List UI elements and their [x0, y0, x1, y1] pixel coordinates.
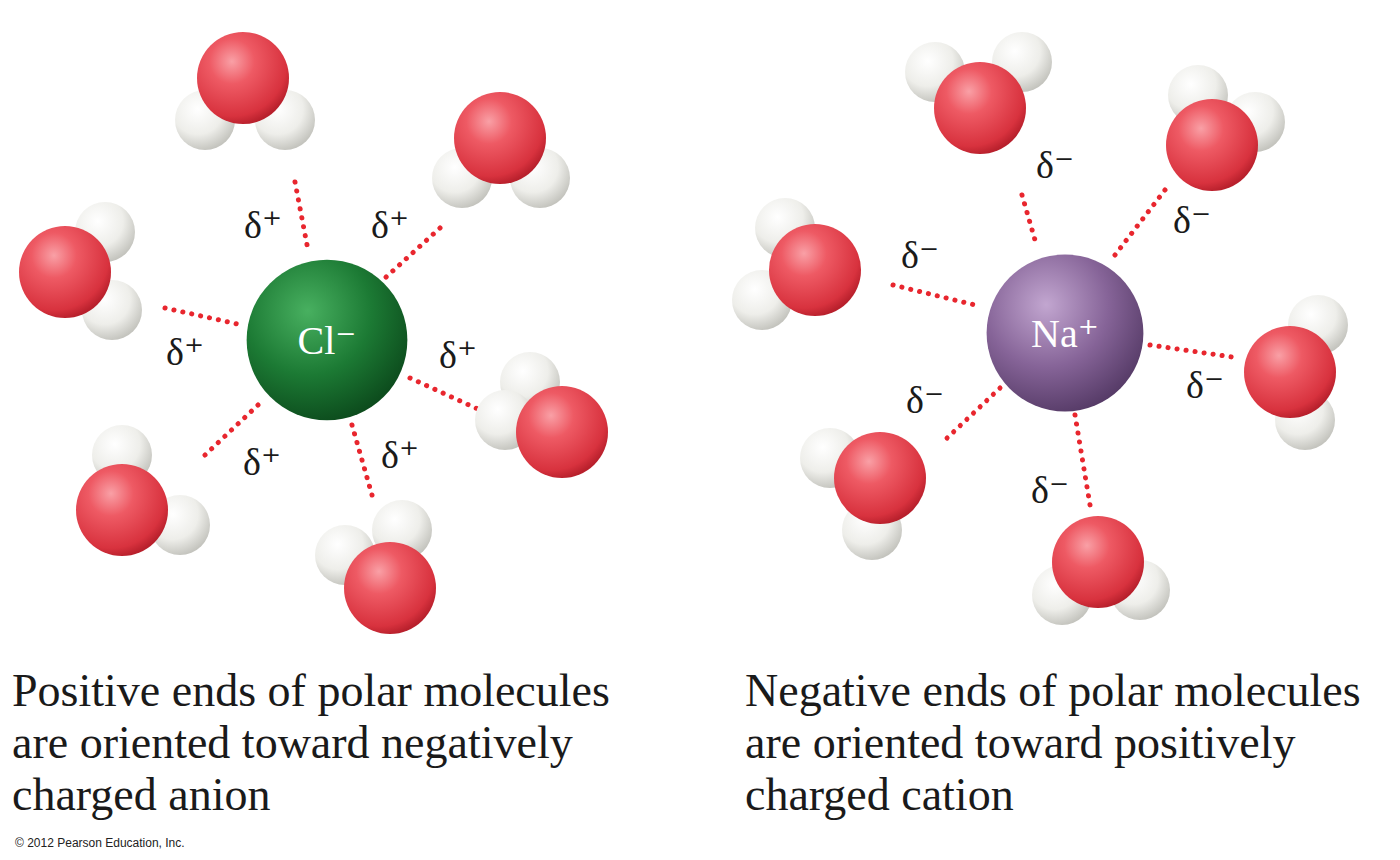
anion-sphere: Cl⁻	[245, 258, 409, 422]
partial-charge: δ⁺	[244, 206, 282, 244]
partial-charge: δ⁻	[901, 236, 939, 274]
partial-charge: δ⁺	[439, 336, 477, 374]
copyright-note: © 2012 Pearson Education, Inc.	[15, 836, 185, 850]
partial-charge: δ⁺	[166, 333, 204, 371]
dotted-attraction-lines	[165, 182, 1232, 505]
partial-charge: δ⁻	[906, 381, 944, 419]
partial-charge: δ⁻	[1173, 201, 1211, 239]
water-molecules	[19, 32, 1348, 634]
ion-label: Na⁺	[1031, 310, 1099, 357]
caption-text: Positive ends of polar molecules are ori…	[12, 665, 652, 821]
partial-charge: δ⁻	[1186, 366, 1224, 404]
partial-charge: δ⁺	[371, 206, 409, 244]
ion-label: Cl⁻	[298, 317, 357, 364]
partial-charge: δ⁻	[1031, 471, 1069, 509]
partial-charge: δ⁺	[381, 436, 419, 474]
partial-charge: δ⁺	[243, 443, 281, 481]
caption-text: Negative ends of polar molecules are ori…	[745, 665, 1385, 821]
cation-sphere: Na⁺	[985, 253, 1145, 413]
partial-charge: δ⁻	[1036, 146, 1074, 184]
